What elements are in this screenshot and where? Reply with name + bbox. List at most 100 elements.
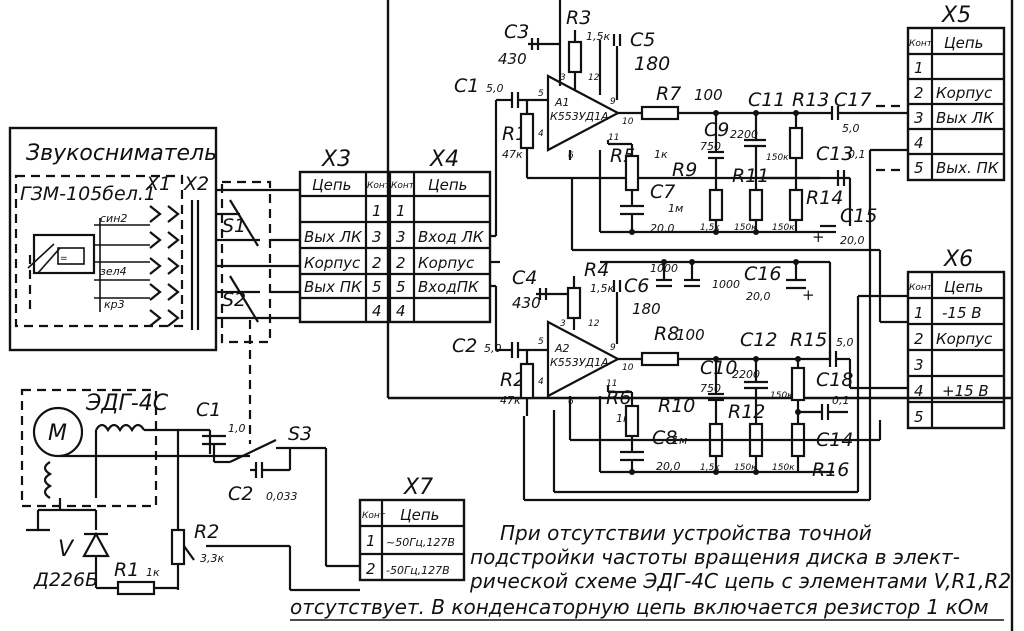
switch-s3-label: S3 [288,423,312,445]
connector-x5: X5 Конт Цепь 1 2 Корпус 3 Вых ЛК 4 5 Вых… [906,3,1006,182]
c11-value: 2200 [730,128,758,141]
motor-name: ЭДГ-4С [85,391,169,416]
x7-header-circuit: Цепь [400,506,440,524]
diode-type: Д226Б [33,569,98,591]
c16-value: 20,0 [746,290,771,303]
c13-label: C13 [816,143,853,165]
a2-ref: A2 [554,342,570,355]
switch-s2-label: S2 [222,289,246,311]
c2-label: C2 [452,335,477,357]
c13-value: 0,1 [848,148,866,161]
motor-c1-value: 1,0 [228,422,246,435]
c3-label: C3 [504,21,529,43]
r9-value: 1,5к [700,223,720,233]
x7-label: X7 [403,475,433,500]
svg-text:5: 5 [914,408,924,426]
pickup-block: Звукосниматель ГЗМ-105бел.1 = син2 зел4 … [8,126,218,352]
switch-s1-s2: S1 S2 [216,180,300,344]
x5-header-contact: Конт [909,39,933,49]
c3-value: 430 [498,50,527,68]
svg-text:2: 2 [914,330,924,348]
x4-row-2-name: Корпус [418,254,475,272]
motor-c1-label: C1 [196,399,221,421]
input-wiring [490,98,512,352]
svg-text:+: + [812,228,825,246]
x4-row-1-name: Вход ЛК [418,228,485,246]
c15-label: C15 [840,205,877,227]
r2-value: 47к [500,394,521,407]
svg-text:Корпус: Корпус [936,84,993,102]
svg-text:4: 4 [538,129,544,139]
svg-text:9: 9 [610,97,616,107]
c10-label: C10 [700,357,737,379]
motor-c2-label: C2 [228,483,253,505]
trim-r1-label: R1 [114,559,139,581]
x3-row-3-pin: 5 [372,278,382,296]
svg-text:-15 В: -15 В [942,304,982,322]
plug-x1 [149,200,200,330]
r9-label: R9 [672,159,697,181]
r13-value: 150к [766,153,789,163]
pickup-head-label: ГЗМ-105бел.1 [20,183,156,205]
lower-channel: C4 430 R4 1,5к C6 180 1000 1000 C16 20,0… [452,259,908,481]
a2-type: К553УД1А [550,356,609,369]
r15-value: 150к [770,391,793,401]
svg-text:3: 3 [914,109,924,127]
a1-type: К553УД1А [550,110,609,123]
x4-row-3-pin: 5 [396,278,406,296]
c-1000b-value: 1000 [712,278,740,291]
power-rails [522,0,908,502]
note-line-3: рической схеме ЭДГ-4С цепь с элементами … [469,569,1011,593]
r3-value: 1,5к [586,30,610,43]
upper-channel: C3 430 R3 1,5к C5 180 C1 5,0 R1 47к A1 К… [454,7,908,247]
svg-text:=: = [60,254,68,264]
c18-label: C18 [816,369,853,391]
r8-value: 100 [676,326,705,344]
x4-row-4-pin: 4 [396,302,406,320]
svg-text:10: 10 [622,117,634,127]
r15-label: R15 [790,329,827,351]
r11-label: R11 [732,165,769,187]
svg-text:3: 3 [560,73,566,83]
svg-text:4: 4 [538,377,544,387]
trim-r2-label: R2 [194,521,219,543]
r4-label: R4 [584,259,609,281]
r16-value: 150к [772,463,795,473]
x3-row-2-pin: 2 [372,254,382,272]
c8-label: C8 [652,427,677,449]
c12-value: 2200 [732,368,760,381]
r12-value: 150к [734,463,757,473]
c1-value: 5,0 [486,82,504,95]
r8-label: R8 [654,323,679,345]
x7-header-contact: Конт [362,511,386,521]
svg-text:2: 2 [914,84,924,102]
r11-value: 150к [734,223,757,233]
svg-text:9: 9 [610,343,616,353]
note-line-2: подстройки частоты вращения диска в элек… [470,545,960,569]
footnote: При отсутствии устройства точной подстро… [290,521,1011,621]
pickup-wire-kr3: кр3 [104,298,125,311]
svg-text:~50Гц,127В: ~50Гц,127В [386,536,455,549]
c5-value: 180 [634,53,670,75]
x3-row-4-pin: 4 [372,302,382,320]
c11-label: C11 [748,89,785,111]
r3-label: R3 [566,7,591,29]
r1-value: 47к [502,148,523,161]
c6-label: C6 [624,275,649,297]
r16-label: R16 [812,459,849,481]
c15-value: 20,0 [840,234,865,247]
c4-value: 430 [512,294,541,312]
r14-value: 150к [772,223,795,233]
x3-row-3-name: Вых ПК [304,278,363,296]
svg-text:Вых ЛК: Вых ЛК [936,109,995,127]
x4-row-2-pin: 2 [396,254,406,272]
r14-label: R14 [806,187,843,209]
c7-unit: 1м [668,202,683,215]
speed-trim: V Д226Б R1 1к R2 3,3к [33,521,360,596]
svg-text:Корпус: Корпус [936,330,993,348]
pickup-x1-label: X1 [145,173,171,195]
r13-label: R13 [792,89,829,111]
r4-value: 1,5к [590,282,614,295]
svg-text:+: + [802,286,815,304]
